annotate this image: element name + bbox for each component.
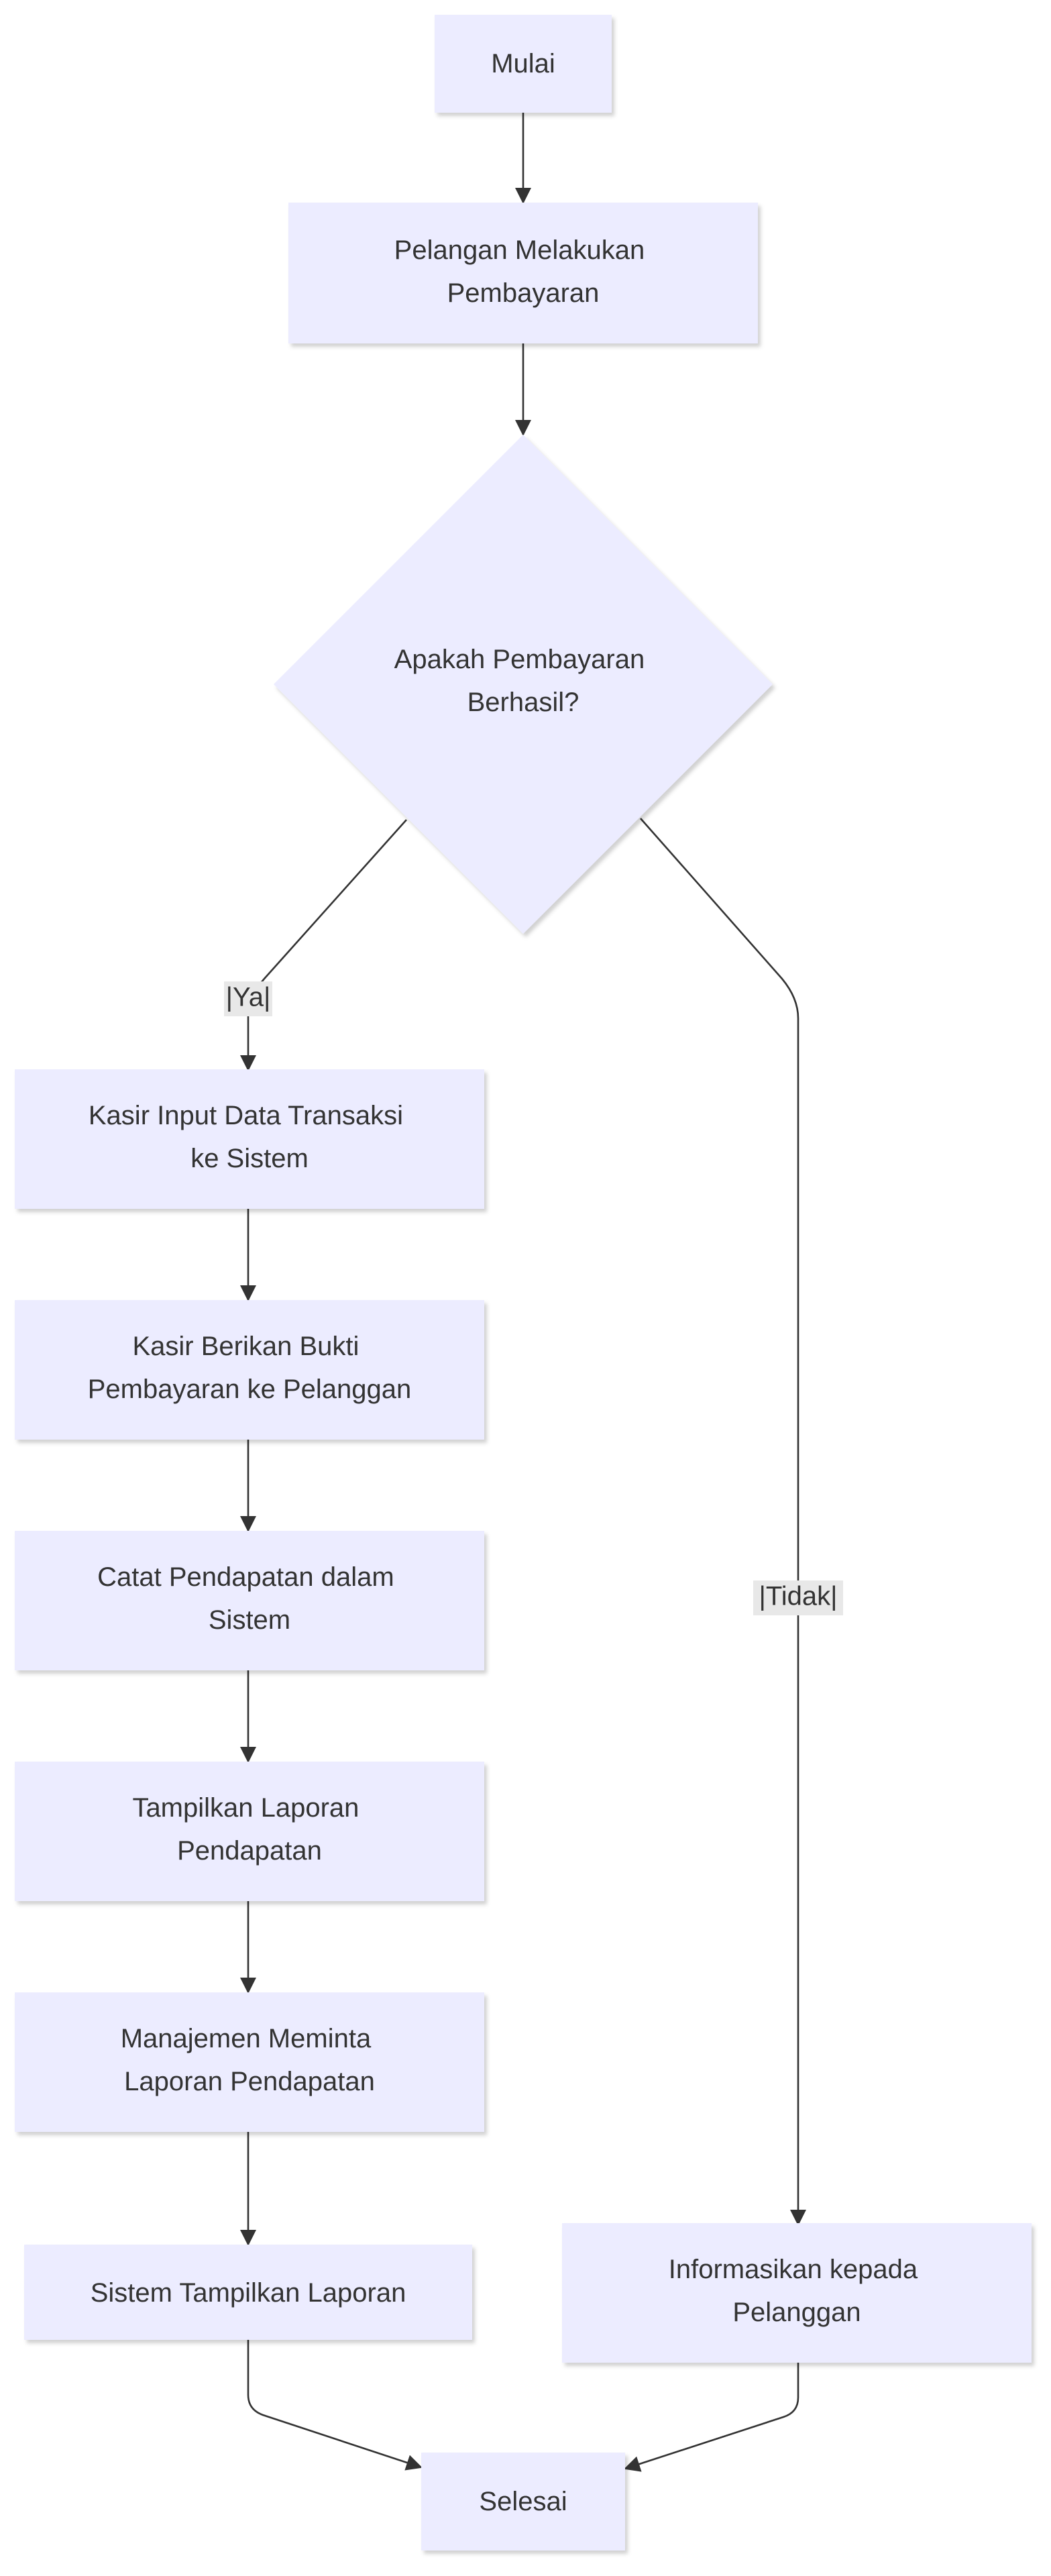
node-system-report-text: Sistem Tampilkan Laporan [91,2278,406,2308]
node-inform-text: Informasikan kepada Pelanggan [669,2255,925,2327]
node-request-text: Manajemen Meminta Laporan Pendapatan [121,2024,379,2096]
edge-label-no: |Tidak| [753,1580,843,1615]
node-end-text: Selesai [479,2487,567,2516]
node-end: Selesai [421,2453,625,2551]
node-decision: Apakah Pembayaran Berhasil? [274,435,773,934]
node-record-text: Catat Pendapatan dalam Sistem [97,1562,402,1635]
node-record: Catat Pendapatan dalam Sistem [15,1531,484,1670]
node-system-report: Sistem Tampilkan Laporan [24,2245,472,2340]
edge-decision-to-inform [640,818,806,2226]
node-request: Manajemen Meminta Laporan Pendapatan [15,1992,484,2132]
node-show-report-text: Tampilkan Laporan Pendapatan [132,1793,366,1866]
node-receipt-text: Kasir Berikan Bukti Pembayaran ke Pelang… [88,1332,412,1404]
edge-label-yes: |Ya| [224,981,272,1016]
node-payment-text: Pelangan Melakukan Pembayaran [394,235,653,308]
node-start-text: Mulai [491,49,555,78]
node-decision-text: Apakah Pembayaran Berhasil? [394,645,653,717]
node-start: Mulai [435,15,612,113]
edge-inform-to-end [624,2361,799,2472]
edge-label-no-text: |Tidak| [759,1582,837,1611]
edge-decision-to-input [240,819,407,1071]
node-input: Kasir Input Data Transaksi ke Sistem [15,1069,484,1209]
node-payment: Pelangan Melakukan Pembayaran [288,203,758,343]
edge-label-yes-text: |Ya| [226,983,271,1012]
node-inform: Informasikan kepada Pelanggan [562,2223,1032,2363]
node-input-text: Kasir Input Data Transaksi ke Sistem [89,1101,410,1173]
edge-systemreport-to-end [247,2340,423,2471]
node-show-report: Tampilkan Laporan Pendapatan [15,1762,484,1901]
node-receipt: Kasir Berikan Bukti Pembayaran ke Pelang… [15,1300,484,1440]
